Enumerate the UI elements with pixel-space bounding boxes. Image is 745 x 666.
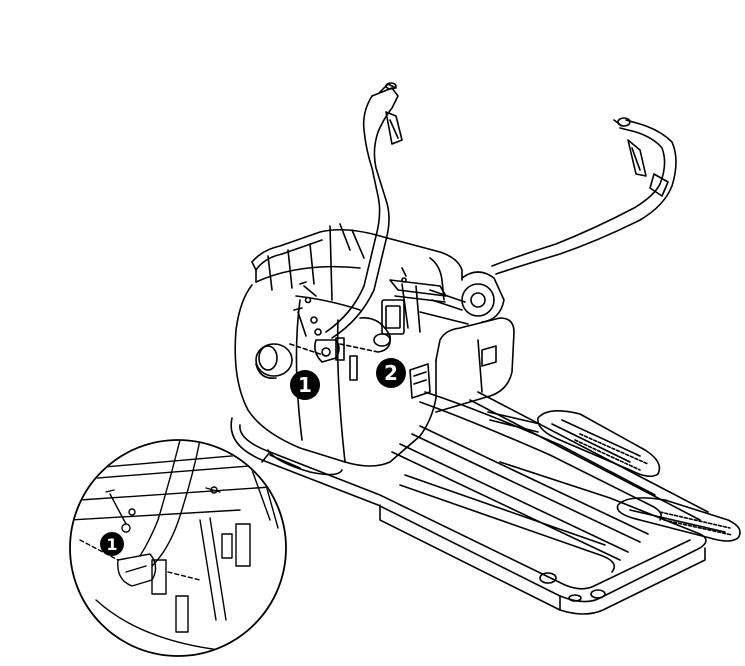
callout-1: 1 xyxy=(290,370,320,400)
left-handlebar xyxy=(491,117,677,275)
pedal-arms xyxy=(399,391,663,573)
main-shroud xyxy=(234,284,515,476)
top-frame xyxy=(251,223,463,333)
right-handlebar xyxy=(325,82,403,339)
detail-inset xyxy=(69,439,287,657)
callout-1-label: 1 xyxy=(298,373,312,397)
detail-callout-1-label: 1 xyxy=(106,535,117,554)
callout-2-label: 2 xyxy=(384,361,398,385)
pivot-mechanism xyxy=(359,271,505,353)
hardware-bolts xyxy=(289,267,407,381)
detail-callout-1: 1 xyxy=(100,532,124,556)
callout-2: 2 xyxy=(376,358,406,388)
right-foot-pedal xyxy=(537,410,661,478)
left-foot-pedal xyxy=(616,497,741,542)
water-bottle-holder xyxy=(255,343,293,380)
base-frame xyxy=(230,391,709,615)
